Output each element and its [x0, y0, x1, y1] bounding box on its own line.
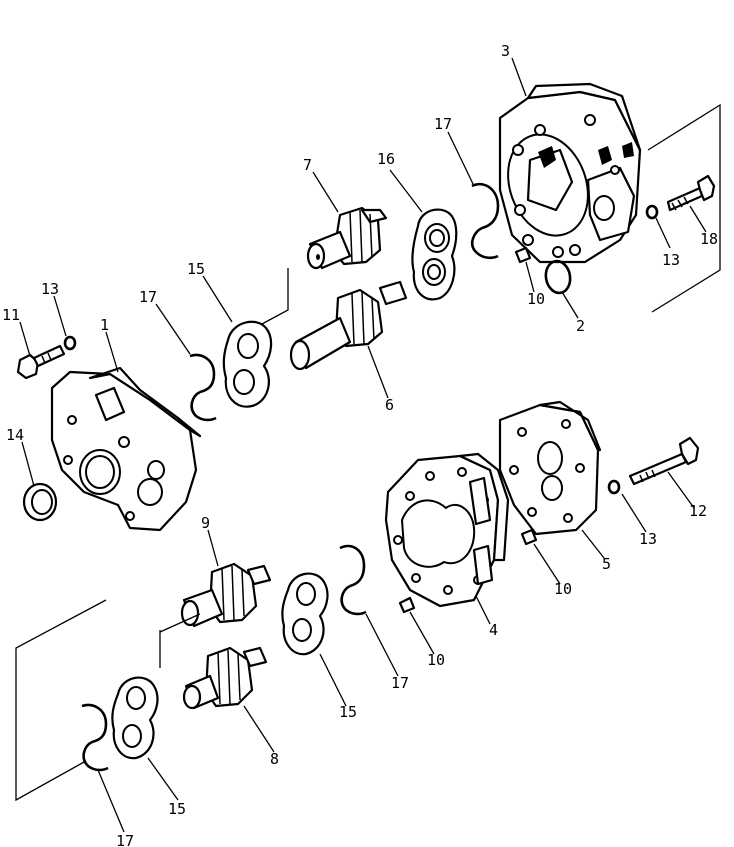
part-12-bolt [628, 436, 700, 486]
part-17-snap-ring-middle [339, 544, 367, 616]
part-10-dowel-pin-right [520, 528, 538, 546]
part-2-o-ring [544, 259, 572, 295]
part-15-plate-upper [222, 320, 273, 408]
callout-17: 17 [391, 674, 409, 692]
callout-3: 3 [501, 42, 510, 60]
part-17-snap-ring-upper-left [189, 353, 217, 422]
part-11-bolt [16, 344, 66, 380]
callout-17: 17 [139, 288, 157, 306]
part-17-snap-ring-upper-right [470, 183, 500, 260]
part-4-gear-housing [384, 452, 510, 608]
part-3-rear-housing [498, 82, 642, 264]
callout-13: 13 [639, 530, 657, 548]
callout-13: 13 [41, 280, 59, 298]
part-7-driven-gear [306, 206, 388, 270]
part-15-plate-lower [111, 676, 159, 760]
part-14-oil-seal [22, 482, 58, 522]
part-17-snap-ring-lower-left [81, 703, 109, 772]
callout-10: 10 [427, 651, 445, 669]
callout-11: 11 [2, 306, 20, 324]
callout-6: 6 [385, 396, 394, 414]
part-5-plate [498, 400, 602, 536]
part-15-plate-middle [281, 572, 329, 656]
callout-17: 17 [116, 832, 134, 847]
part-13-washer-right [607, 479, 621, 495]
part-1-front-cover [50, 366, 202, 532]
callout-1: 1 [100, 316, 109, 334]
callout-14: 14 [6, 426, 24, 444]
callout-7: 7 [303, 156, 312, 174]
callout-15: 15 [187, 260, 205, 278]
part-10-dowel-pin-center [398, 596, 416, 614]
callout-16: 16 [377, 150, 395, 168]
part-13-washer-left [63, 335, 77, 351]
part-8-gear [182, 646, 268, 710]
callout-13: 13 [662, 251, 680, 269]
callout-15: 15 [339, 703, 357, 721]
callout-15: 15 [168, 800, 186, 818]
part-18-bolt [666, 174, 716, 212]
part-16-bushing-plate [411, 208, 458, 301]
callout-5: 5 [602, 555, 611, 573]
callout-labels: 3 17 16 7 13 18 10 2 15 17 13 11 1 6 14 … [2, 42, 718, 847]
callout-9: 9 [201, 514, 210, 532]
leader-lines [19, 57, 707, 833]
callout-10: 10 [527, 290, 545, 308]
callout-17: 17 [434, 115, 452, 133]
callout-12: 12 [689, 502, 707, 520]
callout-18: 18 [700, 230, 718, 248]
part-13-washer-top [645, 204, 659, 220]
callout-10: 10 [554, 580, 572, 598]
callout-2: 2 [576, 317, 585, 335]
callout-4: 4 [489, 621, 498, 639]
part-6-drive-gear-shaft [289, 280, 408, 371]
callout-8: 8 [270, 750, 279, 768]
part-10-dowel-pin-top [514, 246, 532, 264]
